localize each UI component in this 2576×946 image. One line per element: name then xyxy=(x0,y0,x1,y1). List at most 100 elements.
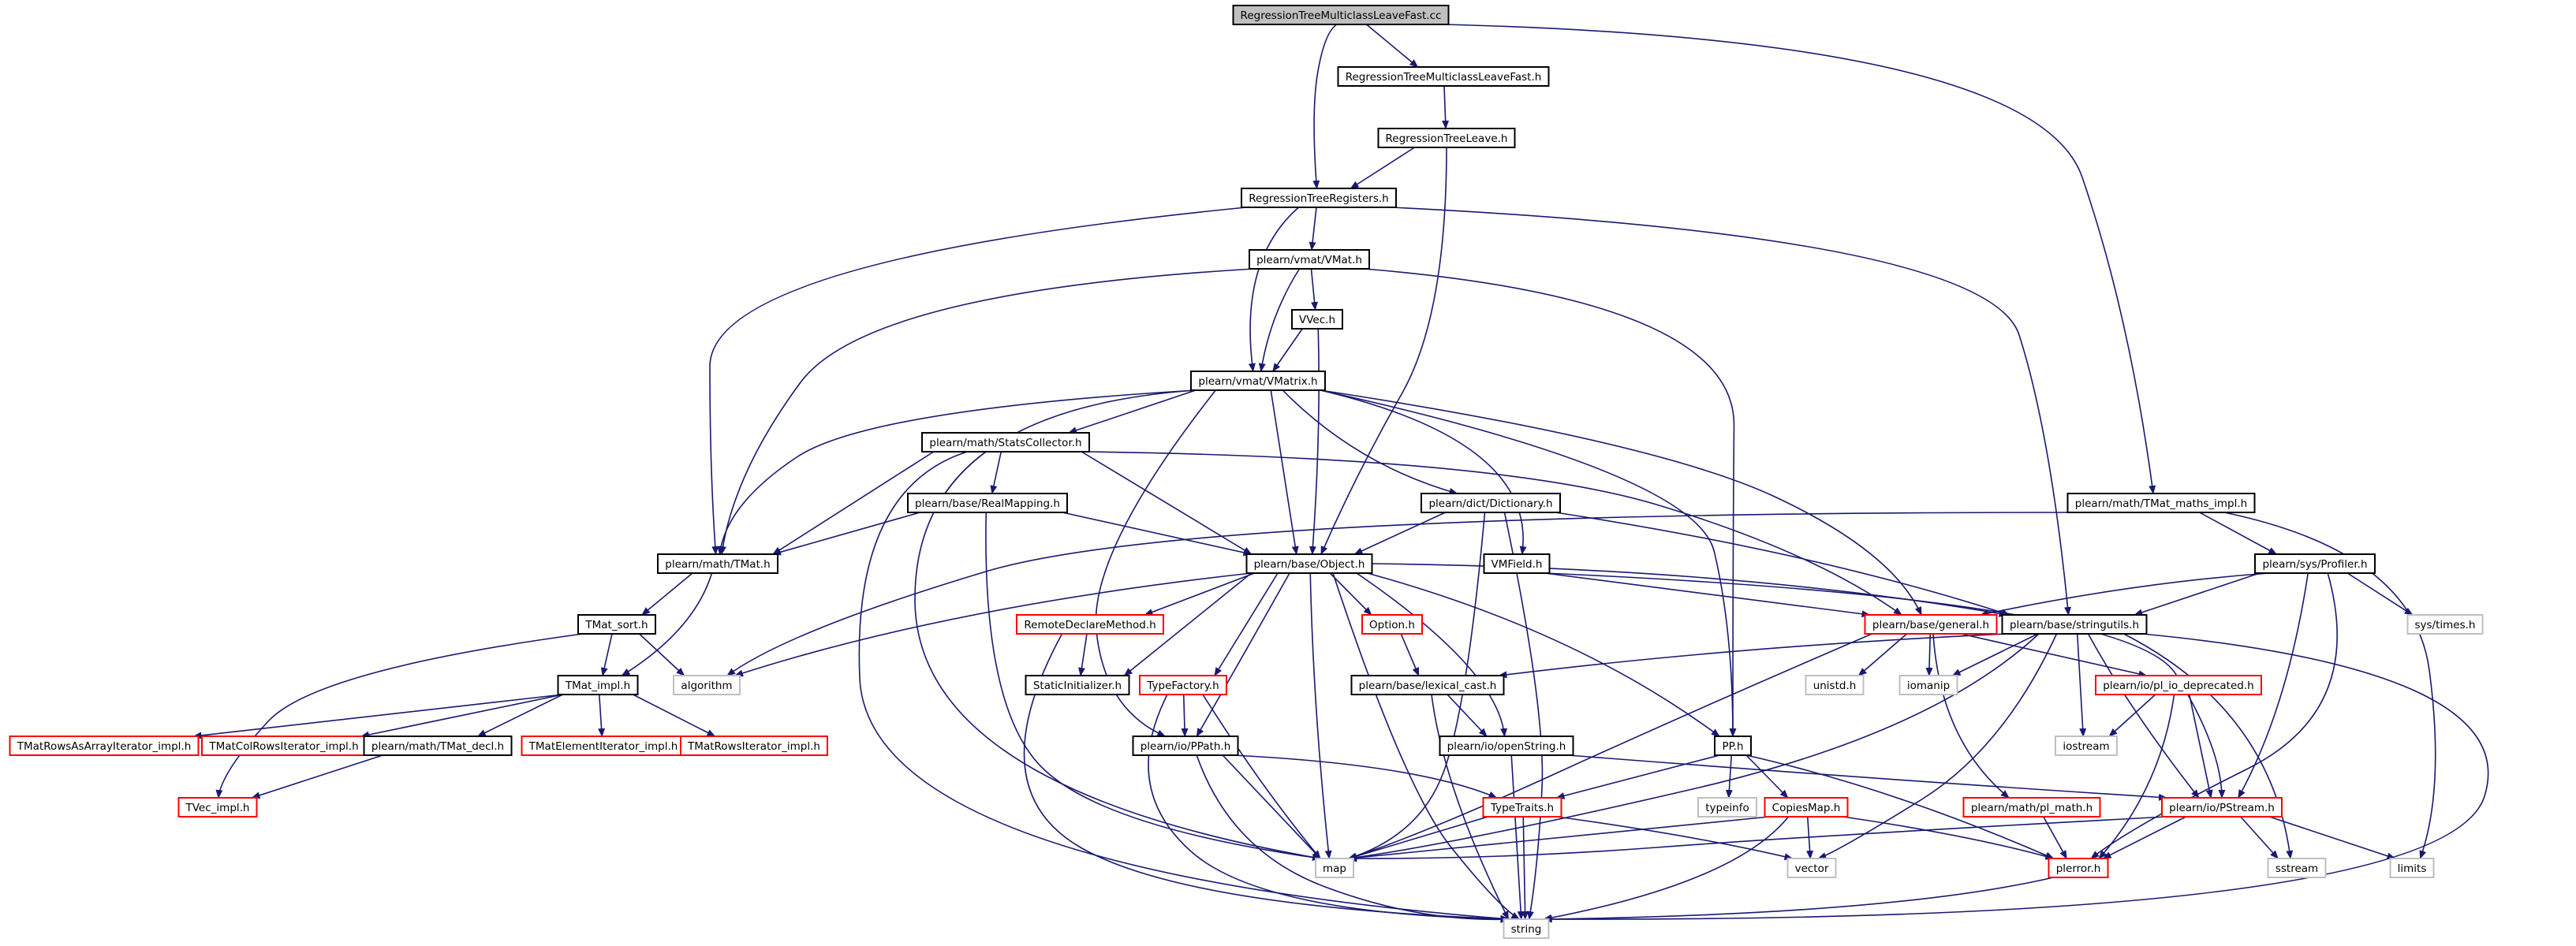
edge-path xyxy=(1196,572,1290,737)
edge-path xyxy=(1556,816,1794,861)
file-node-elementiter-h[interactable]: TMatElementIterator_impl.h xyxy=(521,736,686,756)
file-node-sstream[interactable]: sstream xyxy=(2267,858,2327,878)
file-node-ppath-h[interactable]: plearn/io/PPath.h xyxy=(1132,736,1239,756)
file-node-string[interactable]: string xyxy=(1503,918,1550,939)
file-node-copiesmap-h[interactable]: CopiesMap.h xyxy=(1764,797,1849,818)
edge-pp-h-to-copiesmap-h xyxy=(1745,754,1789,799)
file-node-systimes-h[interactable]: sys/times.h xyxy=(2406,614,2484,635)
file-node-typeinfo[interactable]: typeinfo xyxy=(1697,797,1757,818)
file-node-limits[interactable]: limits xyxy=(2389,858,2435,878)
edge-profiler-h-to-pstream-h xyxy=(2238,572,2309,799)
edge-path xyxy=(1329,572,1372,616)
edge-path xyxy=(1857,633,1908,676)
node-label: PP.h xyxy=(1722,740,1743,753)
file-node-vector[interactable]: vector xyxy=(1786,858,1837,878)
file-node-tmat-decl-h[interactable]: plearn/math/TMat_decl.h xyxy=(363,736,513,756)
edge-leave-h-to-object-h xyxy=(1320,147,1447,555)
file-node-pstream-h[interactable]: plearn/io/PStream.h xyxy=(2161,797,2283,818)
edge-path xyxy=(1555,754,1720,799)
node-label: RemoteDeclareMethod.h xyxy=(1024,619,1155,631)
edge-tmat-maths-impl-h-to-profiler-h xyxy=(2199,512,2278,555)
file-node-vmat-h[interactable]: plearn/vmat/VMat.h xyxy=(1249,249,1370,270)
edge-option-h-to-lexical-cast-h xyxy=(1400,633,1420,676)
edge-vmatrix-h-to-dictionary-h xyxy=(1282,389,1458,495)
node-label: RegressionTreeRegisters.h xyxy=(1249,192,1388,205)
file-node-leave-h[interactable]: RegressionTreeLeave.h xyxy=(1377,128,1516,148)
file-node-option-h[interactable]: Option.h xyxy=(1361,614,1423,635)
edge-path xyxy=(1353,512,1446,555)
node-box xyxy=(1439,736,1574,756)
node-label: RegressionTreeMulticlassLeaveFast.cc xyxy=(1241,9,1442,22)
edge-path xyxy=(717,389,1197,555)
file-node-pp-h[interactable]: PP.h xyxy=(1714,736,1752,756)
node-box xyxy=(177,797,258,818)
edge-plerror-h-to-string xyxy=(1543,877,2054,923)
edge-general-h-to-iomanip xyxy=(1925,633,1933,676)
file-node-root[interactable]: RegressionTreeMulticlassLeaveFast.cc xyxy=(1232,5,1450,25)
file-node-tmat-h[interactable]: plearn/math/TMat.h xyxy=(657,553,778,574)
edge-tmat-decl-h-to-tvec-impl-h xyxy=(251,754,383,799)
file-node-colrows-h[interactable]: TMatColRowsIterator_impl.h xyxy=(201,736,367,756)
file-node-typetraits-h[interactable]: TypeTraits.h xyxy=(1482,797,1562,818)
edge-tmat-h-to-tmat-impl-h xyxy=(621,572,713,676)
node-box xyxy=(921,432,1090,453)
file-node-object-h[interactable]: plearn/base/Object.h xyxy=(1245,553,1373,574)
file-node-general-h[interactable]: plearn/base/general.h xyxy=(1864,614,1998,635)
file-node-tmat-impl-h[interactable]: TMat_impl.h xyxy=(557,675,639,695)
edge-typefactory-h-to-map xyxy=(1202,694,1321,859)
edge-general-h-to-pl-io-deprecated-h xyxy=(1960,633,2148,678)
node-box xyxy=(1764,797,1849,818)
node-label: unistd.h xyxy=(1813,680,1857,692)
edge-path xyxy=(1062,512,1253,557)
edge-stringutils-h-to-sstream xyxy=(2123,633,2294,859)
node-box xyxy=(557,675,639,695)
node-label: TMat_impl.h xyxy=(565,680,630,692)
file-node-tvec-impl-h[interactable]: TVec_impl.h xyxy=(177,797,258,818)
file-node-statscollector-h[interactable]: plearn/math/StatsCollector.h xyxy=(921,432,1090,453)
file-node-typefactory-h[interactable]: TypeFactory.h xyxy=(1139,675,1227,695)
edge-stringutils-h-to-map xyxy=(1348,633,2040,862)
edge-copiesmap-h-to-string xyxy=(1543,816,1790,922)
file-node-pl-io-deprecated-h[interactable]: plearn/io/pl_io_deprecated.h xyxy=(2095,675,2262,695)
file-node-staticinit-h[interactable]: StaticInitializer.h xyxy=(1025,675,1130,695)
edge-path xyxy=(990,451,1002,494)
file-node-dictionary-h[interactable]: plearn/dict/Dictionary.h xyxy=(1421,493,1561,513)
node-label: plearn/dict/Dictionary.h xyxy=(1428,497,1552,510)
file-node-tmat-maths-impl-h[interactable]: plearn/math/TMat_maths_impl.h xyxy=(2066,493,2256,513)
node-label: TMatRowsAsArrayIterator_impl.h xyxy=(17,740,192,753)
edge-dictionary-h-to-object-h xyxy=(1353,512,1446,555)
edge-vmat-h-to-tmat-h xyxy=(719,268,1255,555)
node-label: plearn/base/stringutils.h xyxy=(2010,619,2139,631)
file-node-unistd-h[interactable]: unistd.h xyxy=(1805,675,1865,695)
file-node-iostream[interactable]: iostream xyxy=(2055,736,2118,756)
file-node-plerror-h[interactable]: plerror.h xyxy=(2048,858,2109,878)
edge-path xyxy=(2076,633,2087,737)
edge-object-h-to-staticinit-h xyxy=(1123,572,1253,676)
edge-path xyxy=(2223,512,2436,859)
file-node-vmatrix-h[interactable]: plearn/vmat/VMatrix.h xyxy=(1190,371,1326,391)
node-box xyxy=(1714,736,1752,756)
file-node-pl-math-h[interactable]: plearn/math/pl_math.h xyxy=(1962,797,2101,818)
file-node-profiler-h[interactable]: plearn/sys/Profiler.h xyxy=(2254,553,2376,574)
edge-root-to-registers-h xyxy=(1312,24,1338,189)
file-node-tmat-sort-h[interactable]: TMat_sort.h xyxy=(577,614,656,635)
file-node-lexical-cast-h[interactable]: plearn/base/lexical_cast.h xyxy=(1350,675,1505,695)
node-label: plearn/io/pl_io_deprecated.h xyxy=(2103,680,2253,692)
file-node-map[interactable]: map xyxy=(1315,858,1354,878)
file-node-rowsasarray-h[interactable]: TMatRowsAsArrayIterator_impl.h xyxy=(9,736,200,756)
edge-openstring-h-to-string xyxy=(1510,754,1525,920)
file-node-rowsiter-h[interactable]: TMatRowsIterator_impl.h xyxy=(680,736,828,756)
node-box xyxy=(1132,736,1239,756)
file-node-vvec-h[interactable]: VVec.h xyxy=(1291,309,1343,330)
file-node-vmfield-h[interactable]: VMField.h xyxy=(1483,553,1551,574)
node-label: plearn/base/RealMapping.h xyxy=(915,497,1060,510)
edge-vmatrix-h-to-pp-h xyxy=(1320,389,1737,737)
file-node-realmapping-h[interactable]: plearn/base/RealMapping.h xyxy=(907,493,1068,513)
file-node-iomanip[interactable]: iomanip xyxy=(1898,675,1958,695)
file-node-algorithm[interactable]: algorithm xyxy=(673,675,741,695)
file-node-registers-h[interactable]: RegressionTreeRegisters.h xyxy=(1241,188,1397,208)
file-node-openstring-h[interactable]: plearn/io/openString.h xyxy=(1439,736,1574,756)
file-node-remotedeclare-h[interactable]: RemoteDeclareMethod.h xyxy=(1016,614,1164,635)
file-node-stringutils-h[interactable]: plearn/base/stringutils.h xyxy=(2001,614,2148,635)
file-node-mlf-h[interactable]: RegressionTreeMulticlassLeaveFast.h xyxy=(1337,66,1550,87)
